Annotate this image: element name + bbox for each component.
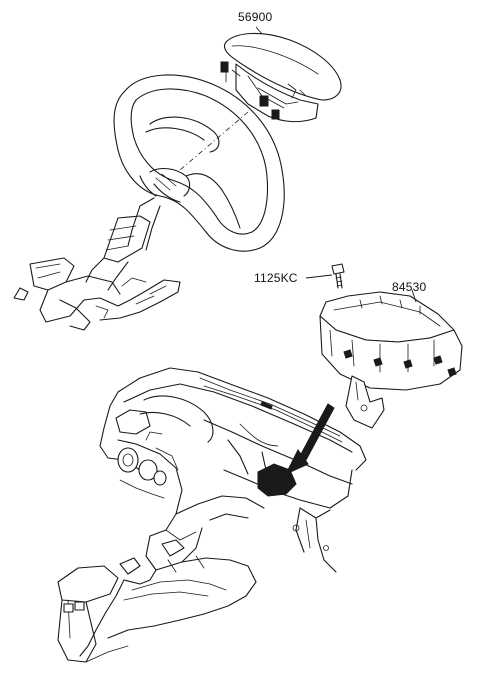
steering-column[interactable] (13, 197, 181, 331)
part-number-56900[interactable]: 56900 (238, 10, 273, 24)
bolt-1125kc[interactable] (331, 263, 345, 289)
assembly-axis (179, 111, 249, 171)
leader-1125kc (305, 274, 333, 279)
steering-wheel[interactable] (113, 74, 285, 252)
leader-84530 (411, 289, 417, 303)
driver-airbag-module[interactable] (220, 32, 342, 123)
part-number-84530[interactable]: 84530 (392, 280, 427, 294)
center-console[interactable] (57, 527, 257, 663)
part-number-1125kc[interactable]: 1125KC (254, 271, 298, 285)
leader-56900 (255, 26, 263, 35)
passenger-airbag-module[interactable] (319, 291, 463, 429)
instrument-panel[interactable] (99, 367, 367, 573)
